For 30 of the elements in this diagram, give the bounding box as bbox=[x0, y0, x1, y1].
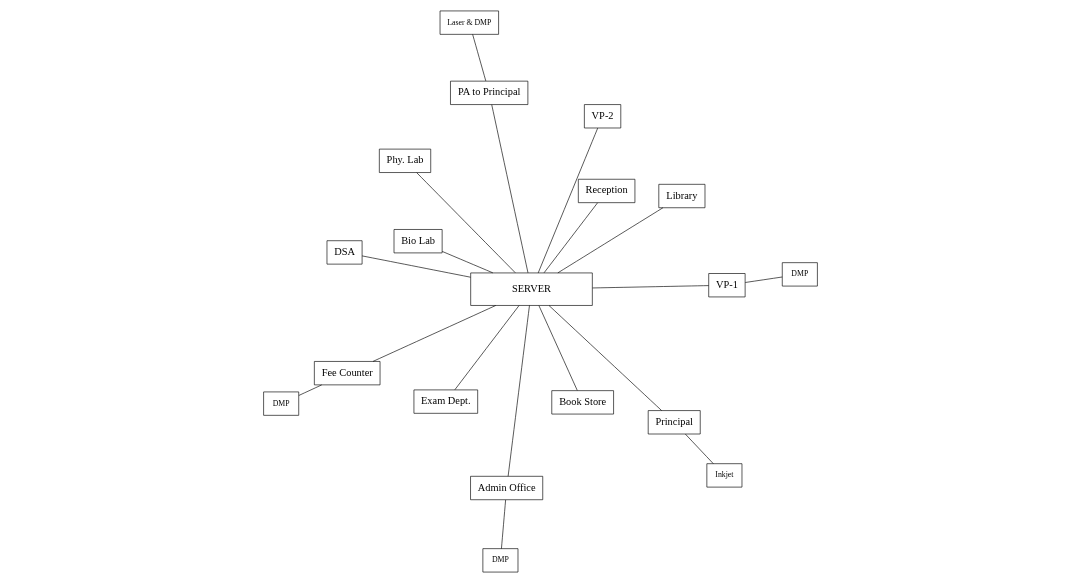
node-box: VP-1 bbox=[708, 273, 746, 298]
connector bbox=[472, 34, 487, 82]
connector bbox=[501, 499, 506, 549]
node-box: Exam Dept. bbox=[413, 389, 478, 414]
connector bbox=[537, 127, 599, 274]
connector bbox=[372, 305, 497, 362]
connector bbox=[416, 172, 516, 273]
connector bbox=[507, 305, 530, 477]
connector bbox=[557, 207, 664, 274]
node-box: Book Store bbox=[551, 390, 614, 415]
node-box: Fee Counter bbox=[314, 361, 381, 386]
node-box: Library bbox=[658, 184, 706, 209]
node-box: Bio Lab bbox=[393, 229, 443, 254]
connector bbox=[592, 285, 709, 289]
node-box: Phy. Lab bbox=[379, 148, 432, 173]
node-box: DSA bbox=[326, 240, 363, 265]
connector bbox=[685, 433, 714, 464]
connector bbox=[491, 104, 529, 274]
node-box: SERVER bbox=[470, 272, 593, 306]
connector bbox=[745, 276, 783, 283]
node-box: Admin Office bbox=[470, 476, 544, 501]
connector bbox=[538, 305, 578, 391]
connector bbox=[441, 251, 494, 274]
connector bbox=[548, 305, 662, 411]
connector bbox=[298, 384, 322, 396]
node-box: Reception bbox=[578, 178, 636, 203]
connector bbox=[454, 305, 520, 391]
node-box: Principal bbox=[647, 410, 701, 435]
node-box: VP-2 bbox=[584, 104, 622, 129]
node-box: PA to Principal bbox=[450, 80, 529, 105]
